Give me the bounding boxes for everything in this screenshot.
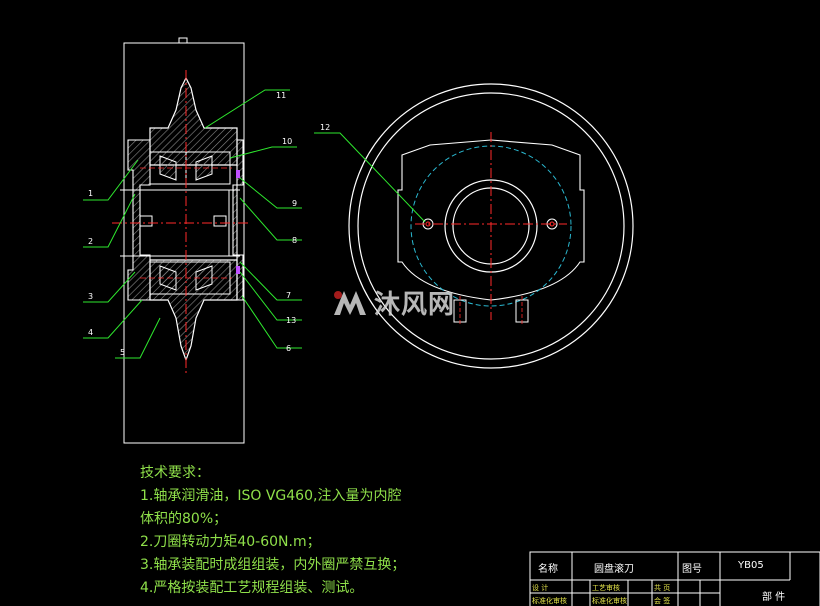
- notes-item: 体积的80%；: [140, 511, 228, 527]
- title-block-grid: [529, 551, 820, 606]
- end-cap-left: [127, 139, 151, 301]
- section-view: [83, 37, 302, 444]
- designer-label: 设 计: [532, 584, 549, 592]
- callout-12: 12: [320, 123, 330, 132]
- callout-13: 13: [286, 316, 296, 325]
- std-review-label: 标准化审核: [532, 597, 567, 605]
- callout-9: 9: [292, 199, 297, 208]
- callout-6: 6: [286, 344, 291, 353]
- outer-circle: [348, 83, 634, 369]
- callout-2: 2: [88, 237, 93, 246]
- notes-heading: 技术要求：: [140, 465, 210, 481]
- front-view: [314, 83, 634, 369]
- countersign-label: 会 签: [654, 597, 671, 605]
- seal-lower: [236, 266, 240, 274]
- seal-upper: [236, 170, 240, 178]
- part-label: 部 件: [762, 592, 786, 603]
- pages-label: 共 页: [654, 584, 671, 592]
- callout-1: 1: [88, 189, 93, 198]
- cutter-body-outline: [397, 139, 585, 301]
- drawing-no-label: 图号: [682, 564, 702, 575]
- std-review-label-2: 标准化审核: [592, 597, 627, 605]
- drawing-no-value: YB05: [738, 560, 764, 571]
- callout-7: 7: [286, 291, 291, 300]
- watermark: 沐风网: [330, 284, 455, 321]
- name-value: 圆盘滚刀: [594, 564, 634, 575]
- watermark-text: 沐风网: [374, 290, 456, 320]
- notes-item: 2.刀圈转动力矩40-60N.m；: [140, 534, 321, 550]
- callout-4: 4: [88, 328, 93, 337]
- watermark-logo-icon: [334, 290, 366, 315]
- cutter-circle: [357, 92, 625, 360]
- technical-requirements: 技术要求： 1.轴承润滑油，ISO VG460,注入量为内腔 体积的80%； 2…: [140, 462, 405, 600]
- notes-item: 1.轴承润滑油，ISO VG460,注入量为内腔: [140, 488, 402, 504]
- notes-item: 4.严格按装配工艺规程组装、测试。: [140, 580, 364, 596]
- callout-10: 10: [282, 137, 292, 146]
- process-review-label: 工艺审核: [592, 584, 620, 592]
- cutter-ring-upper: [149, 76, 238, 166]
- name-label: 名称: [538, 564, 558, 575]
- notes-item: 3.轴承装配时成组组装，内外圈严禁互换；: [140, 557, 406, 573]
- callout-5: 5: [120, 348, 125, 357]
- callout-3: 3: [88, 292, 93, 301]
- title-block: 名称 圆盘滚刀 图号 YB05 设 计 工艺审核 共 页 标准化审核 标准化审核…: [530, 552, 820, 606]
- callout-8: 8: [292, 236, 297, 245]
- callout-11: 11: [276, 91, 286, 100]
